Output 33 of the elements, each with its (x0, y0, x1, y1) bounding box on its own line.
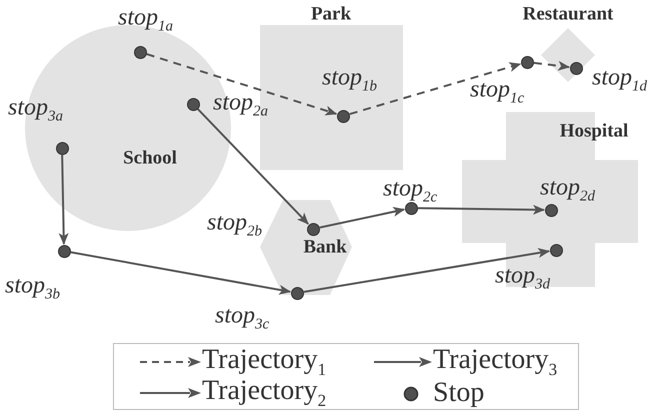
stop-label: stop$_{3c}$ (215, 304, 270, 332)
area-label: Park (310, 4, 352, 24)
arrow (534, 60, 570, 71)
arrow (58, 154, 69, 245)
arrow (304, 248, 550, 293)
stop-label: stop$_{1b}$ (322, 66, 378, 94)
stop-label: stop$_{1d}$ (592, 66, 648, 94)
stop-label: stop$_{3b}$ (5, 274, 60, 302)
stop-label: stop$_{1c}$ (470, 78, 524, 106)
stop-label: stop$_{3a}$ (8, 96, 64, 124)
arrow (197, 108, 309, 225)
area-label: Bank (303, 238, 347, 256)
area-label: Hospital (560, 122, 628, 140)
arrow (349, 62, 522, 115)
arrow (70, 251, 292, 295)
stop-label: stop$_{2c}$ (383, 176, 438, 206)
stop-label: stop$_{2b}$ (207, 210, 262, 240)
legend-label: Trajectory$_{2}$ (202, 377, 326, 409)
stop-label: stop$_{2a}$ (213, 90, 268, 120)
area-label: Restaurant (522, 4, 614, 24)
stop-label: stop$_{1a}$ (118, 6, 174, 34)
legend-label: Trajectory$_{1}$ (202, 346, 326, 378)
arrow (418, 204, 545, 215)
stop-dot (58, 244, 70, 258)
arrow (146, 53, 338, 116)
legend-label: Stop (433, 379, 484, 407)
stop-label: stop$_{2d}$ (540, 176, 596, 204)
stop-dot (404, 202, 418, 214)
area-label: School (123, 148, 177, 168)
legend-label: Trajectory$_{3}$ (433, 346, 558, 378)
stop-label: stop$_{3d}$ (495, 264, 550, 292)
arrow (320, 206, 406, 229)
stop-dot (520, 56, 534, 68)
